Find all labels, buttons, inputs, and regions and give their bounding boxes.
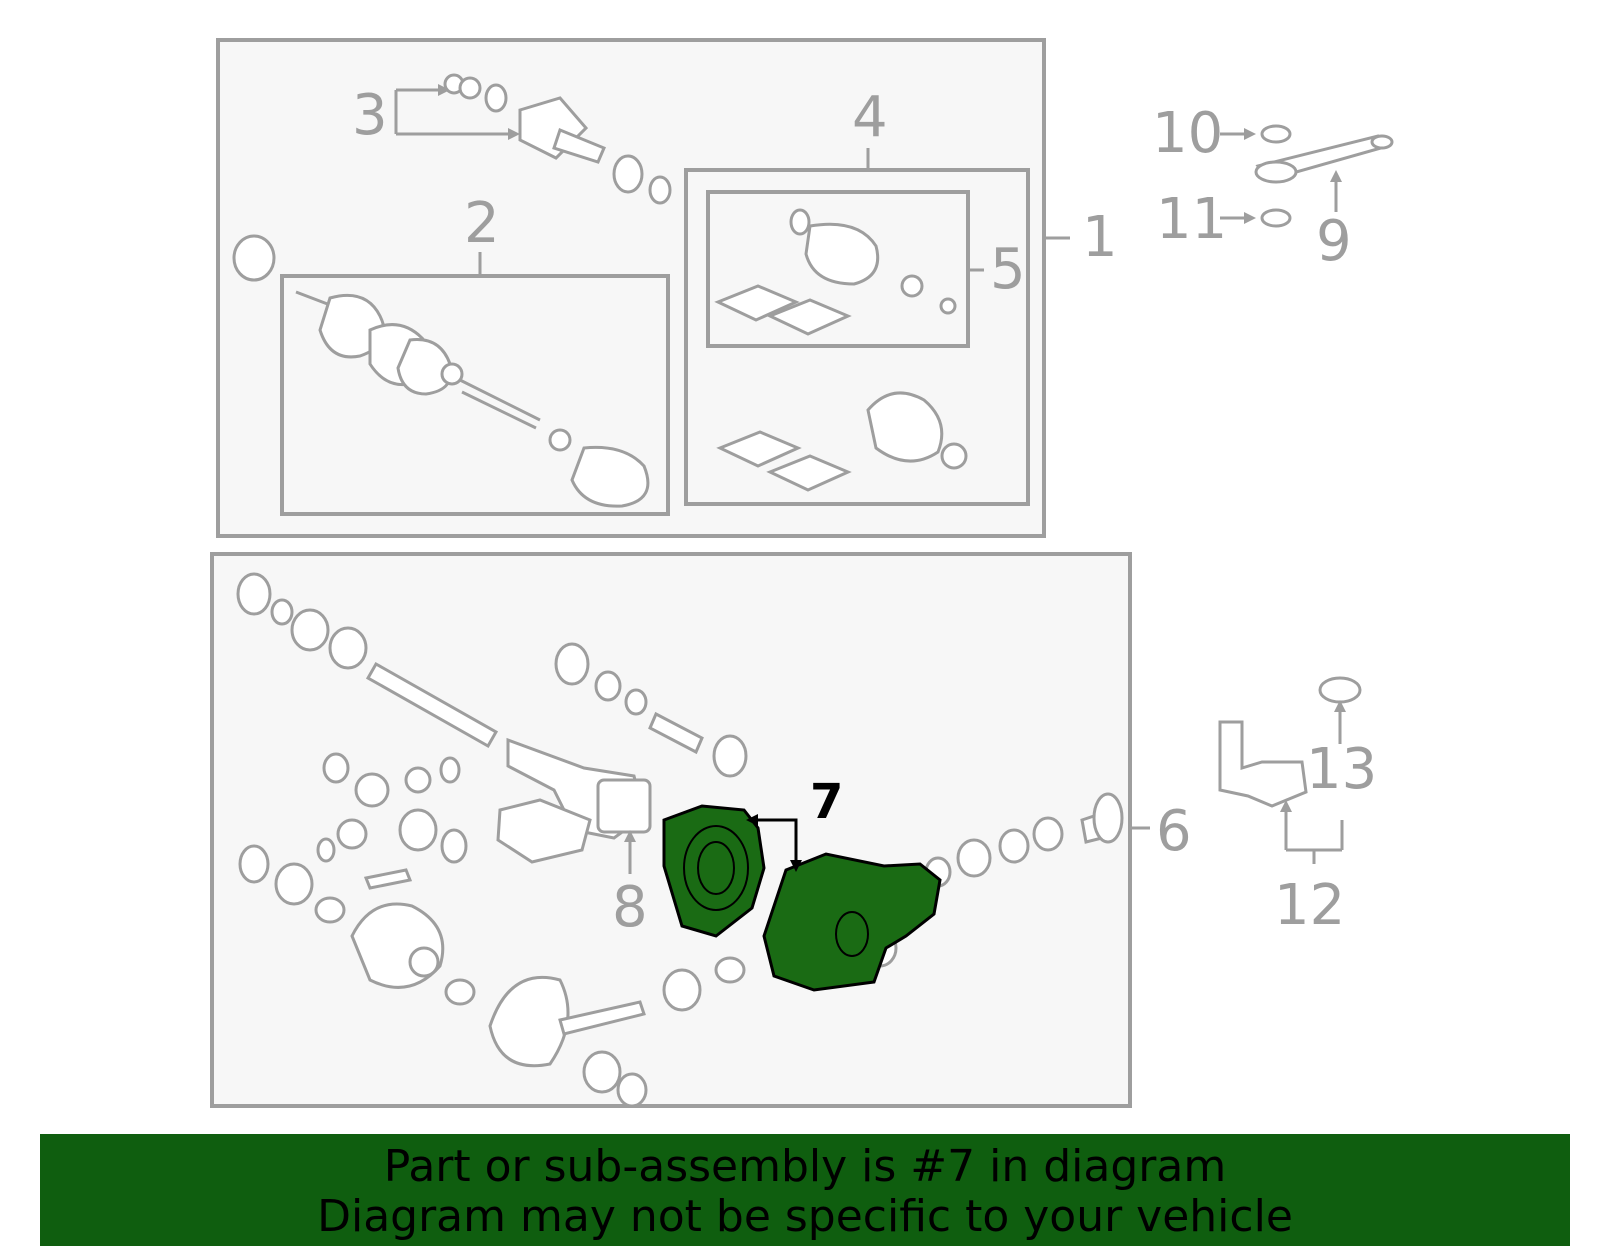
drive-shaft-assembly — [295, 290, 650, 508]
callout-8: 8 — [612, 875, 648, 940]
banner-line-2: Diagram may not be specific to your vehi… — [317, 1191, 1293, 1242]
banner-line-1: Part or sub-assembly is #7 in diagram — [383, 1141, 1227, 1192]
callout-2: 2 — [464, 191, 500, 256]
subassembly-box-5 — [706, 190, 970, 348]
callout-11: 11 — [1156, 187, 1227, 252]
callout-1: 1 — [1082, 205, 1118, 270]
callout-3: 3 — [352, 83, 388, 148]
bracket-9-group — [1254, 124, 1394, 228]
boot-kit — [714, 208, 968, 492]
info-banner: Part or sub-assembly is #7 in diagram Di… — [40, 1134, 1570, 1246]
callout-13: 13 — [1306, 737, 1377, 802]
cv-joint-parts — [443, 73, 672, 205]
callout-5: 5 — [990, 237, 1026, 302]
callout-6: 6 — [1156, 799, 1192, 864]
subassembly-box-4 — [684, 168, 1030, 506]
callout-12: 12 — [1274, 873, 1345, 938]
callout-4: 4 — [852, 85, 888, 150]
callout-7: 7 — [810, 774, 843, 830]
bracket-12-group — [1218, 676, 1362, 808]
parts-diagram: 1 2 3 4 5 6 7 8 9 10 11 12 13 — [210, 38, 1394, 1108]
callout-9: 9 — [1316, 209, 1352, 274]
callout-10: 10 — [1152, 101, 1223, 166]
differential-carrier-highlighted — [662, 804, 942, 992]
differential-parts — [236, 572, 1124, 1108]
subassembly-box-2 — [280, 274, 670, 516]
seal-ring — [232, 234, 276, 282]
